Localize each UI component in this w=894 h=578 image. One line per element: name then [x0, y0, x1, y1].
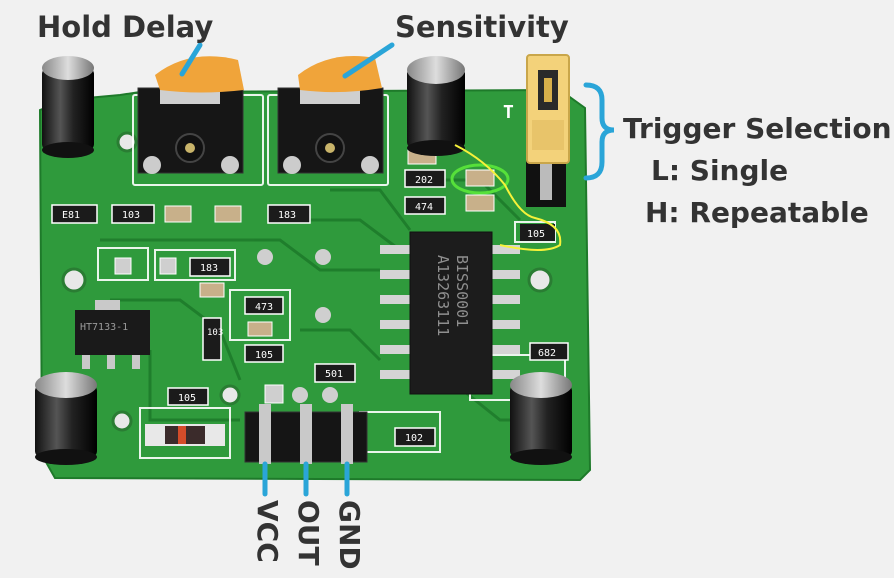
electrolytic-capacitor-bottom-left — [35, 372, 97, 465]
resistor-501 — [314, 363, 356, 383]
diode — [145, 424, 225, 446]
resistor-105-mid — [244, 344, 284, 363]
electrolytic-capacitor-top-middle — [407, 56, 465, 156]
vcc-label: VCC — [251, 500, 284, 563]
resistor-682 — [529, 342, 569, 361]
trigger-jumper — [526, 54, 570, 207]
silk-105c: 105 — [527, 229, 545, 240]
silk-183b: 183 — [200, 263, 218, 274]
chip-line1: BISS0001 — [453, 255, 471, 327]
silk-682: 682 — [538, 348, 556, 359]
electrolytic-capacitor-bottom-right — [510, 372, 572, 465]
silk-473: 473 — [255, 302, 273, 313]
resistor-183-mid — [189, 257, 231, 277]
sensitivity-potentiometer — [277, 56, 384, 174]
hold-delay-potentiometer — [137, 56, 244, 174]
smd-components — [51, 147, 569, 447]
mounting-holes — [61, 131, 554, 432]
silk-501: 501 — [325, 369, 343, 380]
resistor-103-vertical — [202, 317, 222, 361]
hold-delay-pointer — [179, 42, 203, 77]
resistor-103-top — [111, 204, 155, 224]
silk-474: 474 — [415, 202, 433, 213]
trim-knob — [155, 56, 244, 93]
silk-102: 102 — [405, 433, 423, 444]
resistor-202 — [404, 169, 446, 188]
sensitivity-label: Sensitivity — [395, 10, 569, 44]
silk-105b: 105 — [178, 393, 196, 404]
resistor-e81 — [51, 204, 98, 224]
silk-e81: E81 — [62, 210, 80, 221]
chip-line2: A13263111 — [434, 255, 452, 336]
sensitivity-pointer — [342, 42, 395, 79]
trigger-brace — [583, 82, 615, 181]
capacitor-smd — [465, 194, 495, 212]
silk-105a: 105 — [255, 350, 273, 361]
resistor-102 — [394, 427, 436, 447]
resistor-473 — [244, 296, 284, 315]
single-mode-label: L: Single — [651, 154, 789, 187]
capacitor-smd — [164, 205, 192, 223]
electrolytic-capacitor-top-left — [42, 56, 94, 158]
trigger-selection-label: Trigger Selection — [623, 112, 892, 145]
highlight-green-circle — [450, 163, 510, 195]
pin-out — [300, 404, 312, 464]
silkscreen-text: E81 103 183 183 473 103 105 105 501 102 … — [62, 102, 556, 444]
hold-delay-label: Hold Delay — [37, 10, 214, 44]
resistor-183-top — [267, 204, 311, 224]
highlight-yellow-trace — [454, 144, 562, 251]
gnd-label: GND — [333, 500, 366, 570]
regulator-text: HT7133-1 — [80, 322, 128, 333]
silk-t: T — [503, 102, 514, 123]
pin-gnd — [341, 404, 353, 464]
capacitor-smd — [465, 169, 495, 187]
pin-header — [244, 404, 368, 464]
resistor-474 — [404, 196, 446, 215]
capacitor-smd — [199, 282, 225, 298]
repeatable-mode-label: H: Repeatable — [645, 196, 869, 229]
out-label: OUT — [292, 500, 325, 566]
capacitor-smd — [214, 205, 242, 223]
silk-183a: 183 — [278, 210, 296, 221]
ic-chip-biss0001: BISS0001 A13263111 — [380, 231, 520, 395]
silk-103b: 103 — [207, 328, 223, 338]
solder-pads — [114, 249, 338, 404]
pin-vcc — [259, 404, 271, 464]
resistor-105-right — [520, 224, 555, 241]
silk-103a: 103 — [122, 210, 140, 221]
voltage-regulator: HT7133-1 — [75, 300, 150, 369]
capacitor-smd — [247, 321, 273, 337]
annotation-lines — [179, 42, 615, 497]
resistor-105-low — [167, 387, 209, 406]
silk-202: 202 — [415, 175, 433, 186]
